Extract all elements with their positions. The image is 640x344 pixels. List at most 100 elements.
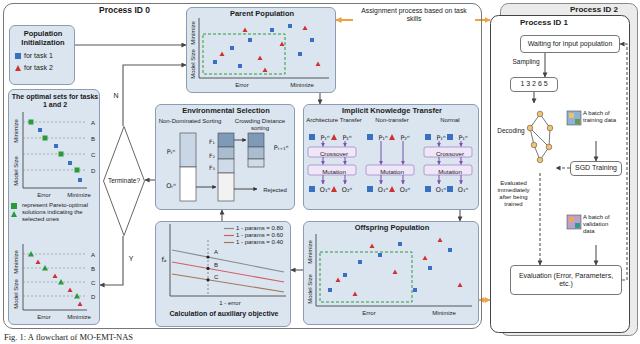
chart-line [439,175,440,184]
edge-label: Sampling [511,58,541,65]
chart-marker [74,293,80,299]
node-text: Implicit Knowledge Transfer [304,107,480,116]
axis-label: Model Size [13,278,20,310]
chart-rect [367,134,373,140]
chart-rect [248,38,252,42]
axis-label: Model Size [307,272,314,306]
text-slot: A [91,120,99,127]
text-slot: B [214,262,222,269]
chart-rect [309,186,315,192]
legend-text: 1 - params = 0.40 [236,239,290,246]
text-slot: O₁ⁿ [456,187,470,194]
chart-line [234,140,246,141]
chart-line [196,187,216,188]
chart-marker [258,56,263,61]
assignment-arrow [479,299,490,301]
chart-rect [366,165,414,175]
chart-rect [248,133,264,147]
chart-line [316,306,472,307]
chart-marker [68,288,73,293]
chart-rect [567,215,581,229]
node-text: Non-transfer [366,117,418,124]
text-slot: B [91,136,99,143]
chart-rect [413,288,417,292]
shape-group [213,24,314,68]
chart-rect [425,134,431,140]
shape-group [180,133,264,201]
text-slot: Parent Population [187,10,337,19]
node-text: Mutation [310,168,358,175]
chart-rect [569,113,574,118]
flow-arrow [556,167,570,168]
chart-marker [58,279,64,285]
graph-dot [537,157,543,163]
shape-group [220,26,321,73]
chart-line [170,296,286,297]
node-text: Non-Dominated Sorting [158,118,222,125]
chart-line [323,175,324,184]
chart-rect [424,147,472,157]
legend-line [224,228,234,229]
node-text: F₂ [206,153,218,160]
legend-text: 1 - params = 0.60 [236,232,290,239]
chart-rect [238,64,242,68]
chart-marker [316,62,321,67]
text-slot: Model Size [13,278,20,310]
legend-sample [224,232,234,239]
shape-group [336,238,463,297]
node-text: Pₜ₊₁ⁿ [268,145,294,152]
text-slot: Minimize [13,248,20,276]
text-slot: Oₜⁿ [162,183,180,190]
chart-marker [370,244,375,249]
text-slot: Minimize [13,116,20,146]
flow-arrow [75,44,186,45]
chart-marker [353,292,358,297]
node-text: Pₜⁿ [162,149,180,156]
shape-group [530,114,550,160]
chart-rect [203,34,285,74]
legend-item: 1 - params = 0.80 [224,225,290,232]
node-text: Crossover [426,150,474,157]
text-slot: Error [31,314,57,321]
chart-line [172,274,284,292]
chart-rect [343,273,347,277]
text-slot: Implicit Knowledge Transfer [304,107,480,116]
chart-line [23,154,86,155]
node-text: Oₜⁿ [162,183,180,190]
node-text: Minimize [61,192,97,199]
text-slot: Crossover [310,150,358,157]
node-text: B [214,262,222,269]
flow-arrow [145,179,155,180]
node-text: O₁ⁿ [456,187,470,194]
chart-marker [389,186,395,192]
legend-sample [224,225,234,232]
legend-item: for task 1 [14,52,66,60]
process-box: Evaluation (Error, Parameters, etc.) [510,265,622,295]
chart-rect [447,186,453,192]
chart-marker [331,186,337,192]
flow-arrow [221,210,222,221]
chart-line [199,78,329,79]
chart-rect [218,159,234,173]
chart-rect [248,159,264,167]
node-text: F₁ [206,139,218,146]
text-slot: Minimize [61,314,97,321]
flow-arrow [544,53,545,77]
node-text: 1 3 2 6 5 [520,80,547,88]
node-text: Error [354,310,384,317]
chart-line [316,234,317,306]
node-text: Crowding Distance sorting [226,118,294,132]
node-text: Environmental Selection [156,107,296,116]
node-text: Parent Population [187,10,337,19]
legend-text: for task 2 [24,64,66,72]
chart-line [439,157,440,165]
graph-dot [206,267,209,270]
node-text: P₁ⁿ [456,135,470,142]
shape-group [196,140,257,189]
chart-rect [575,119,580,124]
population-box: Offspring PopulationModel SizeMinimizeEr… [303,221,479,325]
node-text: A batch of training data [583,110,621,124]
chart-line [234,189,257,190]
